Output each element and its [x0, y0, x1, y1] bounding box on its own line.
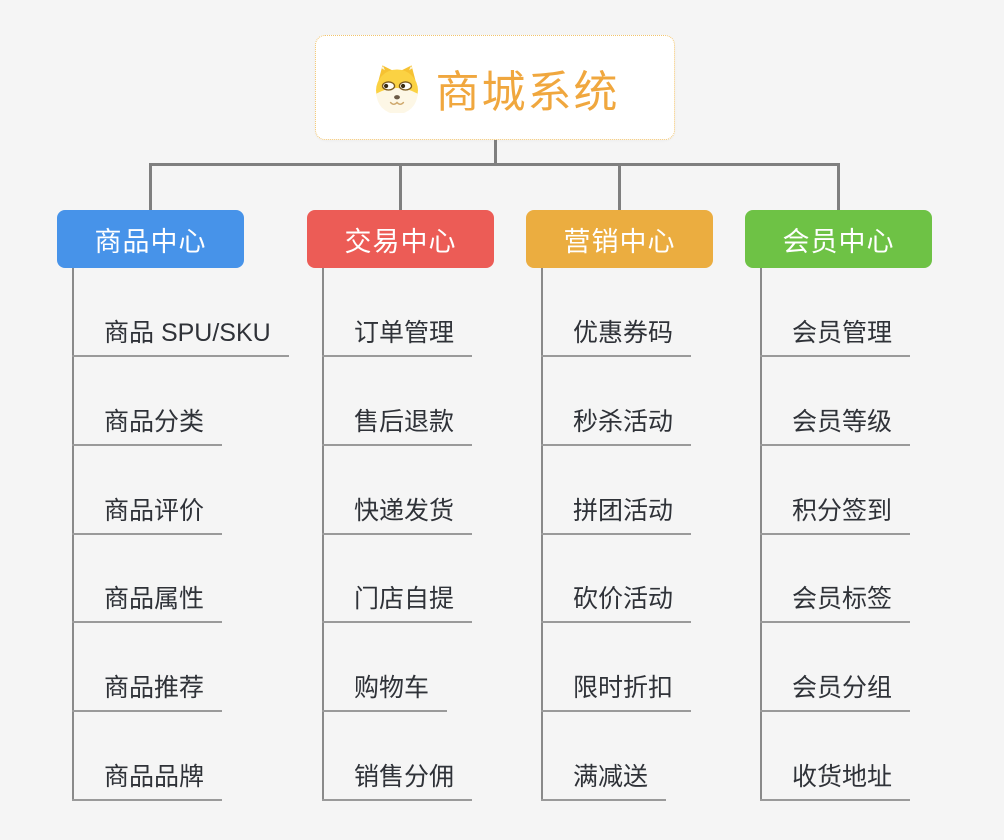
leaf-node[interactable]: 秒杀活动: [541, 407, 692, 446]
leaf-node[interactable]: 快递发货: [322, 496, 473, 535]
connector-line: [149, 163, 840, 166]
leaf-node[interactable]: 商品分类: [72, 407, 223, 446]
connector-line: [618, 163, 621, 210]
leaf-node[interactable]: 会员标签: [760, 584, 911, 623]
dog-face-icon: [371, 63, 423, 113]
leaf-node[interactable]: 满减送: [541, 762, 667, 801]
branch-node-4[interactable]: 会员中心: [745, 210, 932, 268]
branch-label: 交易中心: [344, 226, 457, 257]
leaf-node[interactable]: 商品评价: [72, 496, 223, 535]
leaf-node[interactable]: 门店自提: [322, 584, 473, 623]
root-node[interactable]: 商城系统: [315, 35, 675, 140]
branch-label: 营销中心: [563, 226, 676, 257]
leaf-node[interactable]: 售后退款: [322, 407, 473, 446]
leaf-node[interactable]: 商品 SPU/SKU: [72, 318, 289, 357]
leaf-node[interactable]: 会员分组: [760, 673, 911, 712]
leaf-node[interactable]: 订单管理: [322, 318, 473, 357]
leaf-node[interactable]: 拼团活动: [541, 496, 692, 535]
leaf-node[interactable]: 商品推荐: [72, 673, 223, 712]
root-title: 商城系统: [435, 67, 620, 117]
leaf-node[interactable]: 优惠券码: [541, 318, 692, 357]
leaf-node[interactable]: 销售分佣: [322, 762, 473, 801]
branch-node-2[interactable]: 交易中心: [307, 210, 494, 268]
leaf-node[interactable]: 购物车: [322, 673, 448, 712]
leaf-node[interactable]: 会员管理: [760, 318, 911, 357]
branch-label: 会员中心: [782, 226, 895, 257]
leaf-node[interactable]: 积分签到: [760, 496, 911, 535]
connector-line: [493, 140, 497, 166]
leaf-node[interactable]: 会员等级: [760, 407, 911, 446]
branch-node-3[interactable]: 营销中心: [526, 210, 713, 268]
connector-line: [149, 163, 152, 210]
leaf-node[interactable]: 限时折扣: [541, 673, 692, 712]
connector-line: [399, 163, 402, 210]
branch-node-1[interactable]: 商品中心: [57, 210, 244, 268]
connector-line: [837, 163, 840, 210]
leaf-node[interactable]: 收货地址: [760, 762, 911, 801]
leaf-node[interactable]: 砍价活动: [541, 584, 692, 623]
leaf-node[interactable]: 商品品牌: [72, 762, 223, 801]
leaf-node[interactable]: 商品属性: [72, 584, 223, 623]
branch-label: 商品中心: [94, 226, 207, 257]
